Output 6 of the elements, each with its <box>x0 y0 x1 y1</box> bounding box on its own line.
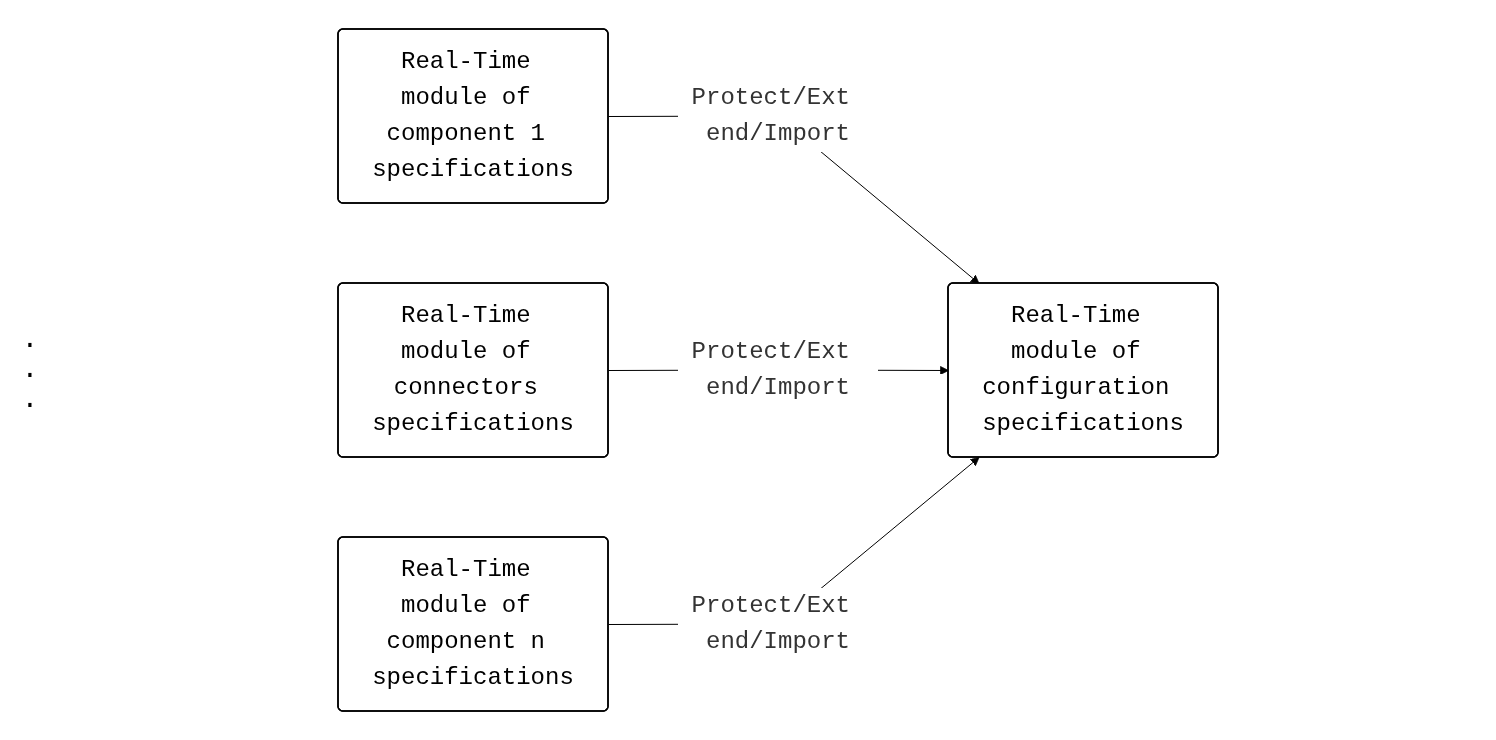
ellipsis-dot: . <box>21 325 39 355</box>
ellipsis-dot: . <box>21 355 39 385</box>
edge-label: Protect/Ext end/Import <box>691 592 851 655</box>
edge-label: Protect/Ext end/Import <box>691 84 851 147</box>
ellipsis-dot: . <box>21 385 39 415</box>
edge-label: Protect/Ext end/Import <box>691 338 851 401</box>
